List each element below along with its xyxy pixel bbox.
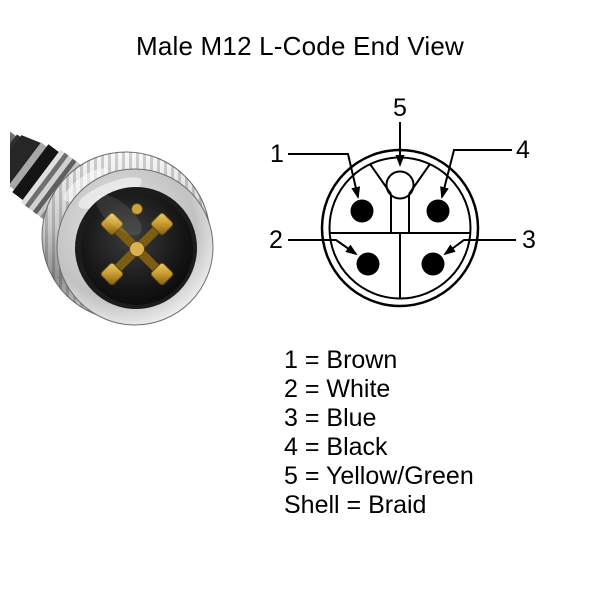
legend-item: 4 = Black (284, 433, 388, 461)
connector-ring (10, 142, 48, 191)
pin-5-hole (385, 170, 415, 200)
pin-1-leader (288, 153, 361, 199)
wire-legend: 1 = Brown 2 = White 3 = Blue 4 = Black 5… (284, 346, 474, 520)
pin-1-label: 1 (270, 140, 284, 168)
diagram-leaders (288, 122, 516, 256)
connector-black-band (12, 144, 59, 200)
pin-2-leader (288, 239, 358, 256)
pin-3-leader (443, 239, 516, 256)
connector-contacts (96, 194, 174, 286)
pin-3-dot (421, 252, 445, 276)
diagram-pin-labels: 5 1 4 2 3 (269, 94, 536, 254)
legend-item: 5 = Yellow/Green (284, 462, 474, 490)
pin-2-dot (356, 252, 380, 276)
connector-center-contact (129, 241, 145, 257)
pin-1-dot (350, 199, 374, 223)
pin-5-label: 5 (393, 94, 407, 122)
pin-4-dot (426, 199, 450, 223)
page-title: Male M12 L-Code End View (135, 31, 465, 61)
legend-item: 3 = Blue (284, 404, 377, 432)
diagram-keyway (369, 163, 431, 233)
legend-item: Shell = Braid (284, 491, 427, 519)
pin-4-leader (440, 149, 512, 199)
pin-4-label: 4 (516, 136, 530, 164)
legend-item: 1 = Brown (284, 346, 398, 374)
pin-diagram: 5 1 4 2 3 (269, 94, 536, 308)
diagram-dividers (330, 232, 470, 298)
connector-boot (10, 135, 43, 187)
connector-face (56, 168, 214, 326)
pin-2-label: 2 (269, 226, 283, 254)
connector-keyway-pin (131, 203, 143, 215)
connector-photo (10, 117, 214, 326)
pin-3-label: 3 (522, 226, 536, 254)
legend-item: 2 = White (284, 375, 391, 403)
